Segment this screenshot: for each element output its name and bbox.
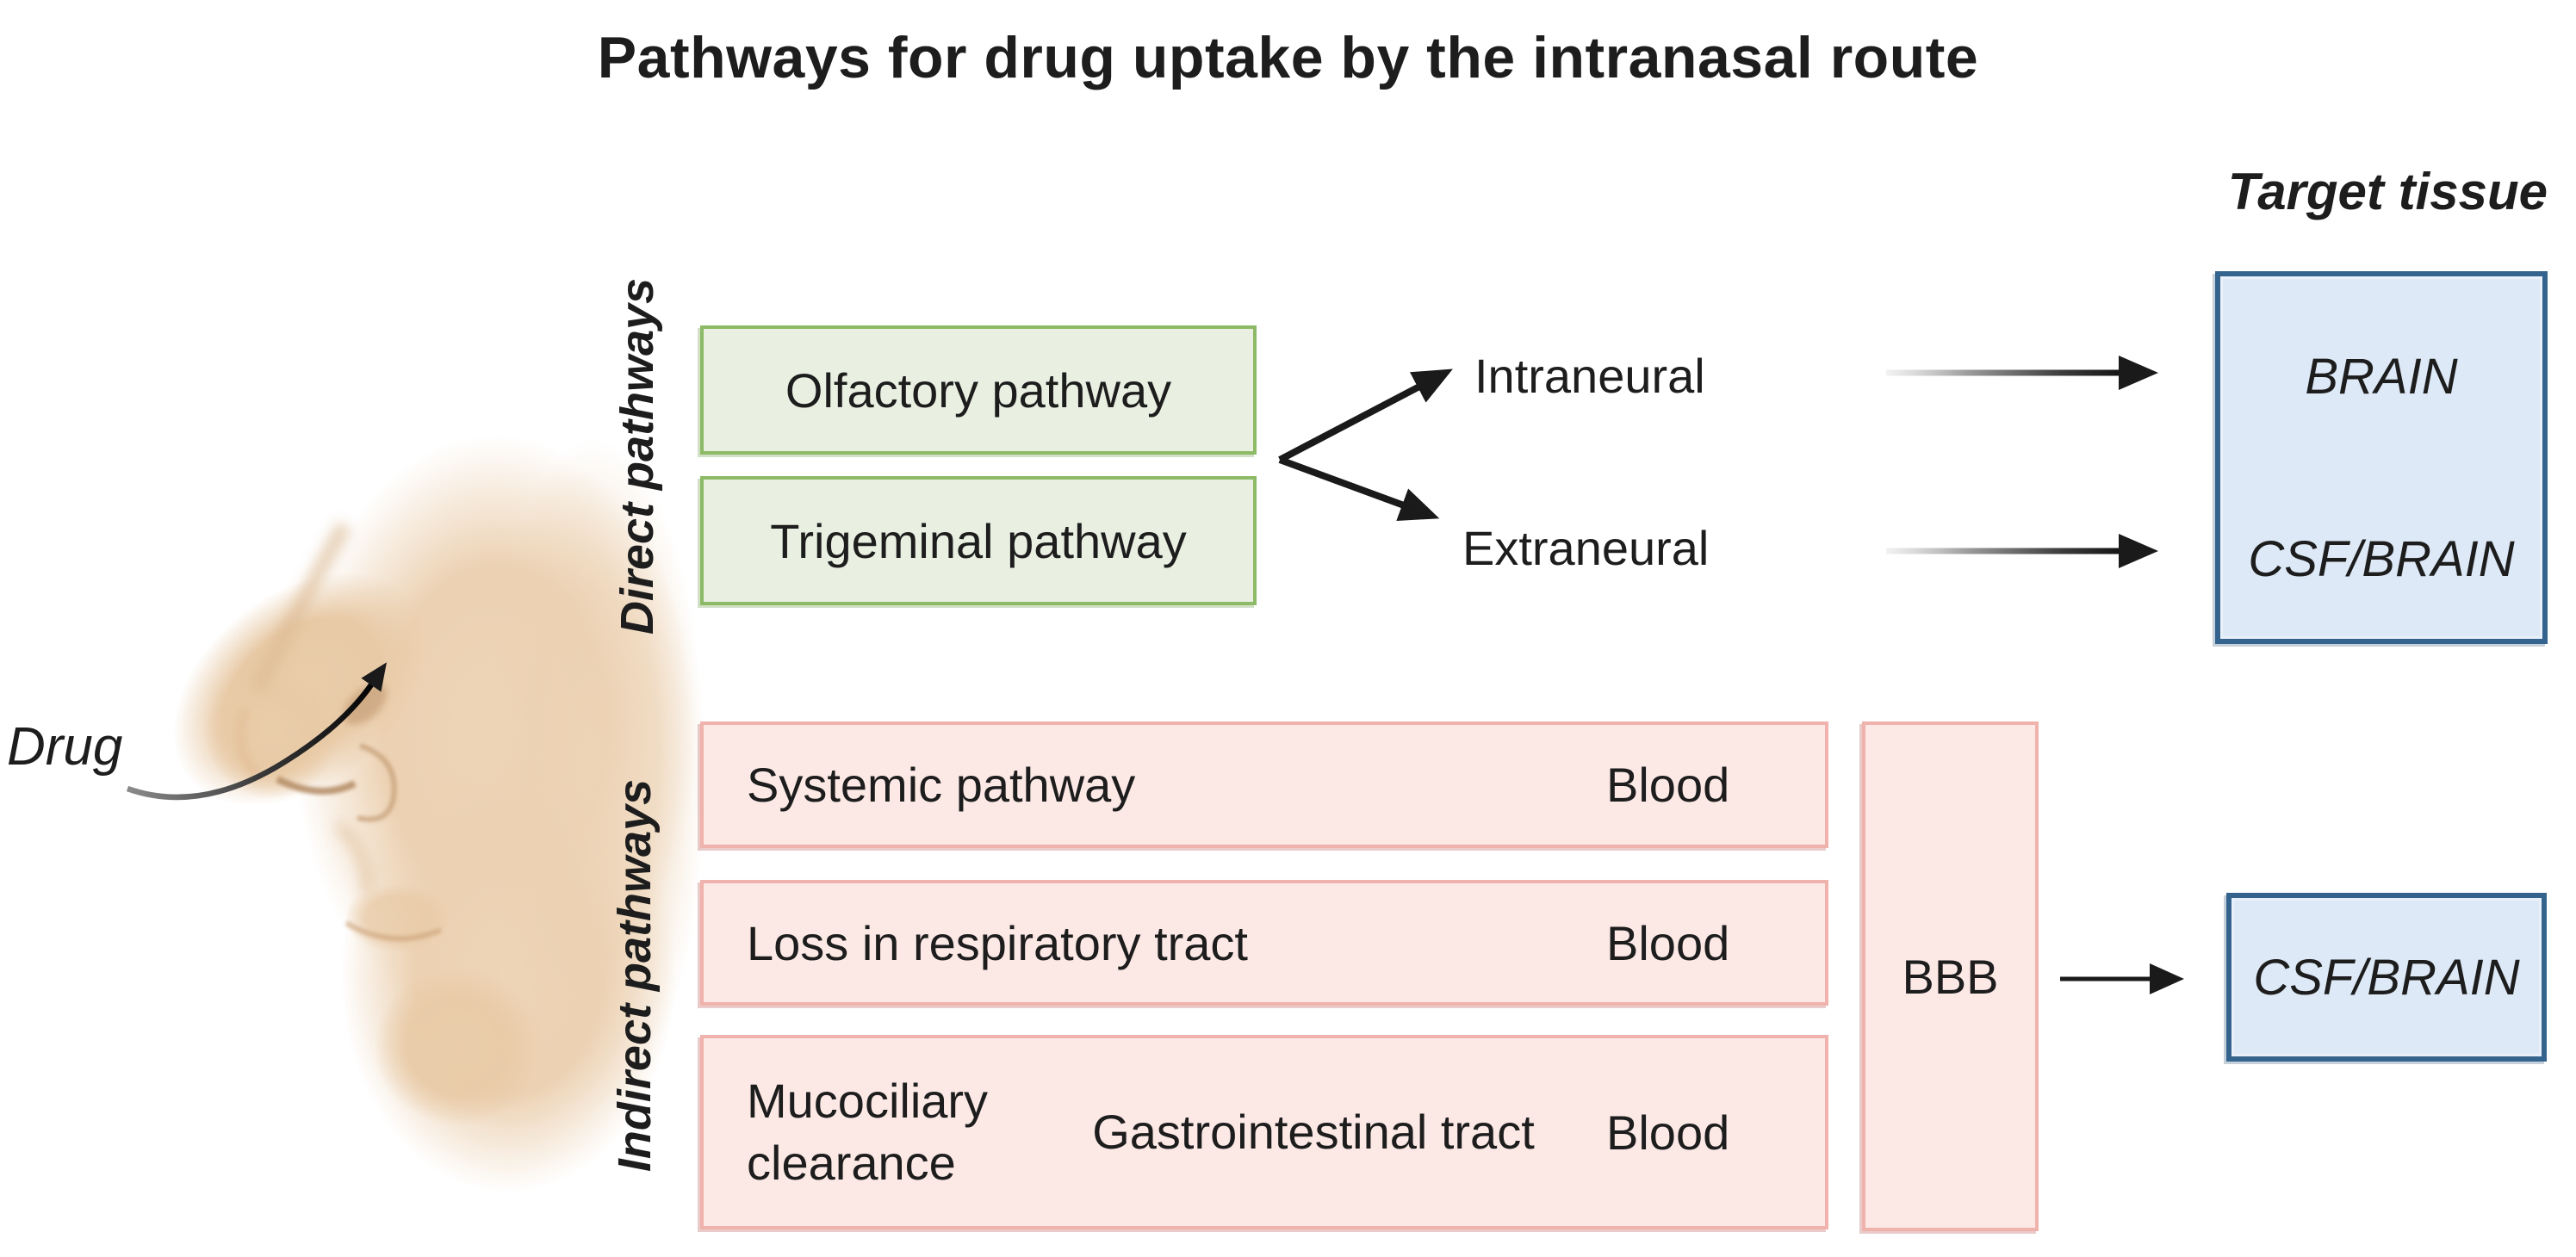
csf-brain-target-label: CSF/BRAIN	[2248, 531, 2515, 587]
target-tissue-heading: Target tissue	[2227, 163, 2548, 220]
brain-target-label: BRAIN	[2305, 349, 2458, 405]
page-title: Pathways for drug uptake by the intranas…	[597, 25, 1979, 90]
bbb-label: BBB	[1902, 949, 1999, 1004]
indirect-csf-brain-box: CSF/BRAIN	[2226, 893, 2547, 1062]
branch-arrow-extraneural-icon	[1278, 456, 1440, 522]
trigeminal-pathway-box: Trigeminal pathway	[700, 476, 1257, 605]
drug-intake-arrow	[126, 662, 388, 801]
gastrointestinal-tract-label: Gastrointestinal tract	[1092, 1105, 1535, 1159]
respiratory-blood-label: Blood	[1606, 915, 1730, 970]
drug-label: Drug	[7, 717, 123, 777]
blood-brain-barrier-box: BBB	[1862, 721, 2039, 1231]
nose-illustration	[172, 435, 706, 1192]
direct-branch-arrows	[1278, 368, 1453, 522]
branch-arrow-intraneural-icon	[1278, 368, 1453, 463]
target-tissue-box: BRAIN CSF/BRAIN	[2215, 271, 2548, 644]
systemic-blood-label: Blood	[1606, 758, 1730, 812]
respiratory-loss-label: Loss in respiratory tract	[747, 915, 1248, 970]
systemic-pathway-label: Systemic pathway	[747, 758, 1136, 812]
indirect-pathways-section-label: Indirect pathways	[609, 778, 661, 1173]
trigeminal-pathway-label: Trigeminal pathway	[770, 513, 1187, 568]
olfactory-pathway-label: Olfactory pathway	[785, 362, 1172, 418]
mucociliary-clearance-box: Mucociliary clearance Gastrointestinal t…	[700, 1035, 1828, 1229]
olfactory-pathway-box: Olfactory pathway	[700, 325, 1257, 455]
target-arrows	[1886, 356, 2158, 568]
systemic-pathway-box: Systemic pathway Blood	[700, 721, 1828, 848]
direct-pathways-section-label: Direct pathways	[611, 277, 663, 635]
respiratory-loss-box: Loss in respiratory tract Blood	[700, 880, 1828, 1006]
indirect-csf-brain-label: CSF/BRAIN	[2253, 949, 2520, 1006]
extraneural-label: Extraneural	[1462, 521, 1710, 575]
mucociliary-clearance-label: Mucociliary clearance	[747, 1074, 989, 1190]
gi-blood-label: Blood	[1606, 1105, 1730, 1160]
intraneural-label: Intraneural	[1474, 349, 1705, 403]
